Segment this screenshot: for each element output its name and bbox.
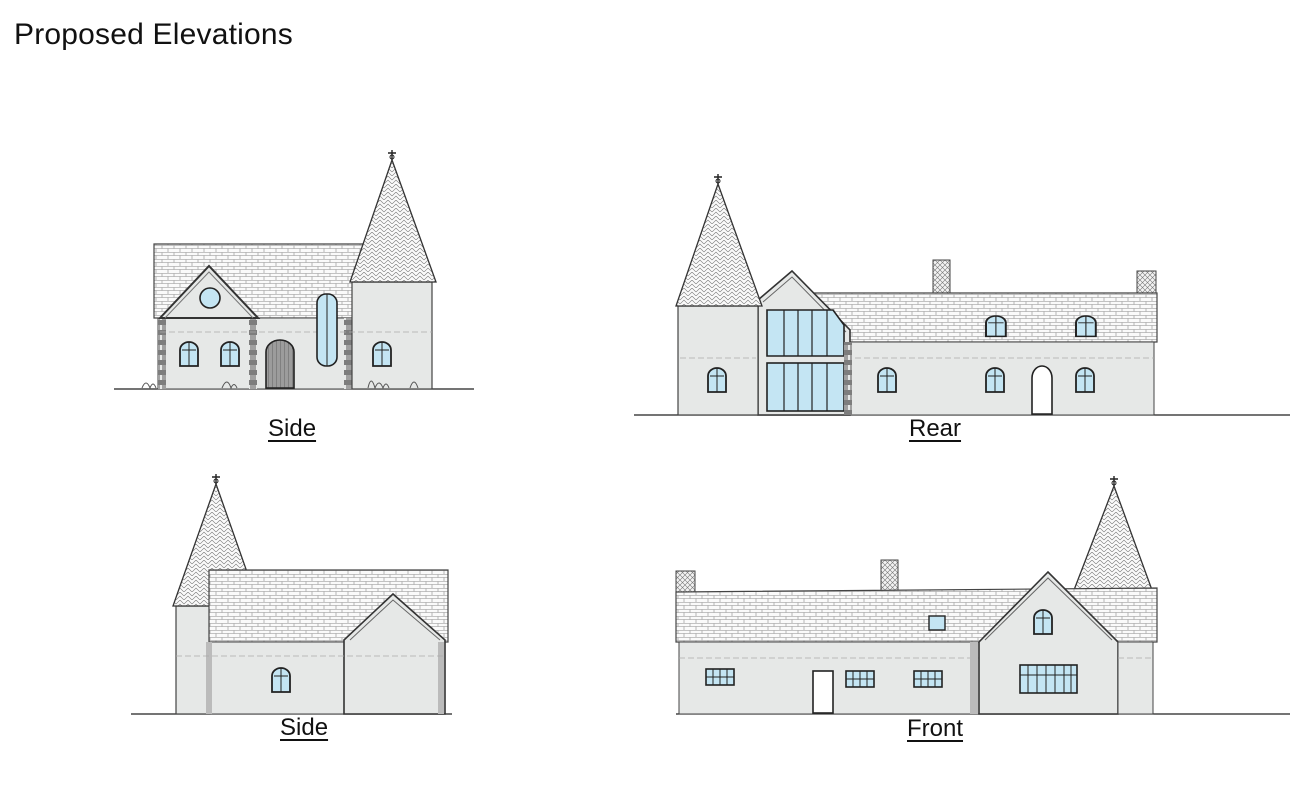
side-elevation-a: [114, 149, 474, 390]
front-elevation: [675, 475, 1290, 715]
elevation-label-front: Front: [907, 715, 964, 742]
elevation-label-side-b: Side: [280, 714, 329, 741]
elevation-label-rear: Rear: [909, 415, 962, 442]
elevation-label-side-a: Side: [268, 415, 317, 442]
rear-elevation: [634, 173, 1290, 416]
page-title: Proposed Elevations: [14, 18, 293, 51]
side-elevation-b: [131, 473, 452, 715]
